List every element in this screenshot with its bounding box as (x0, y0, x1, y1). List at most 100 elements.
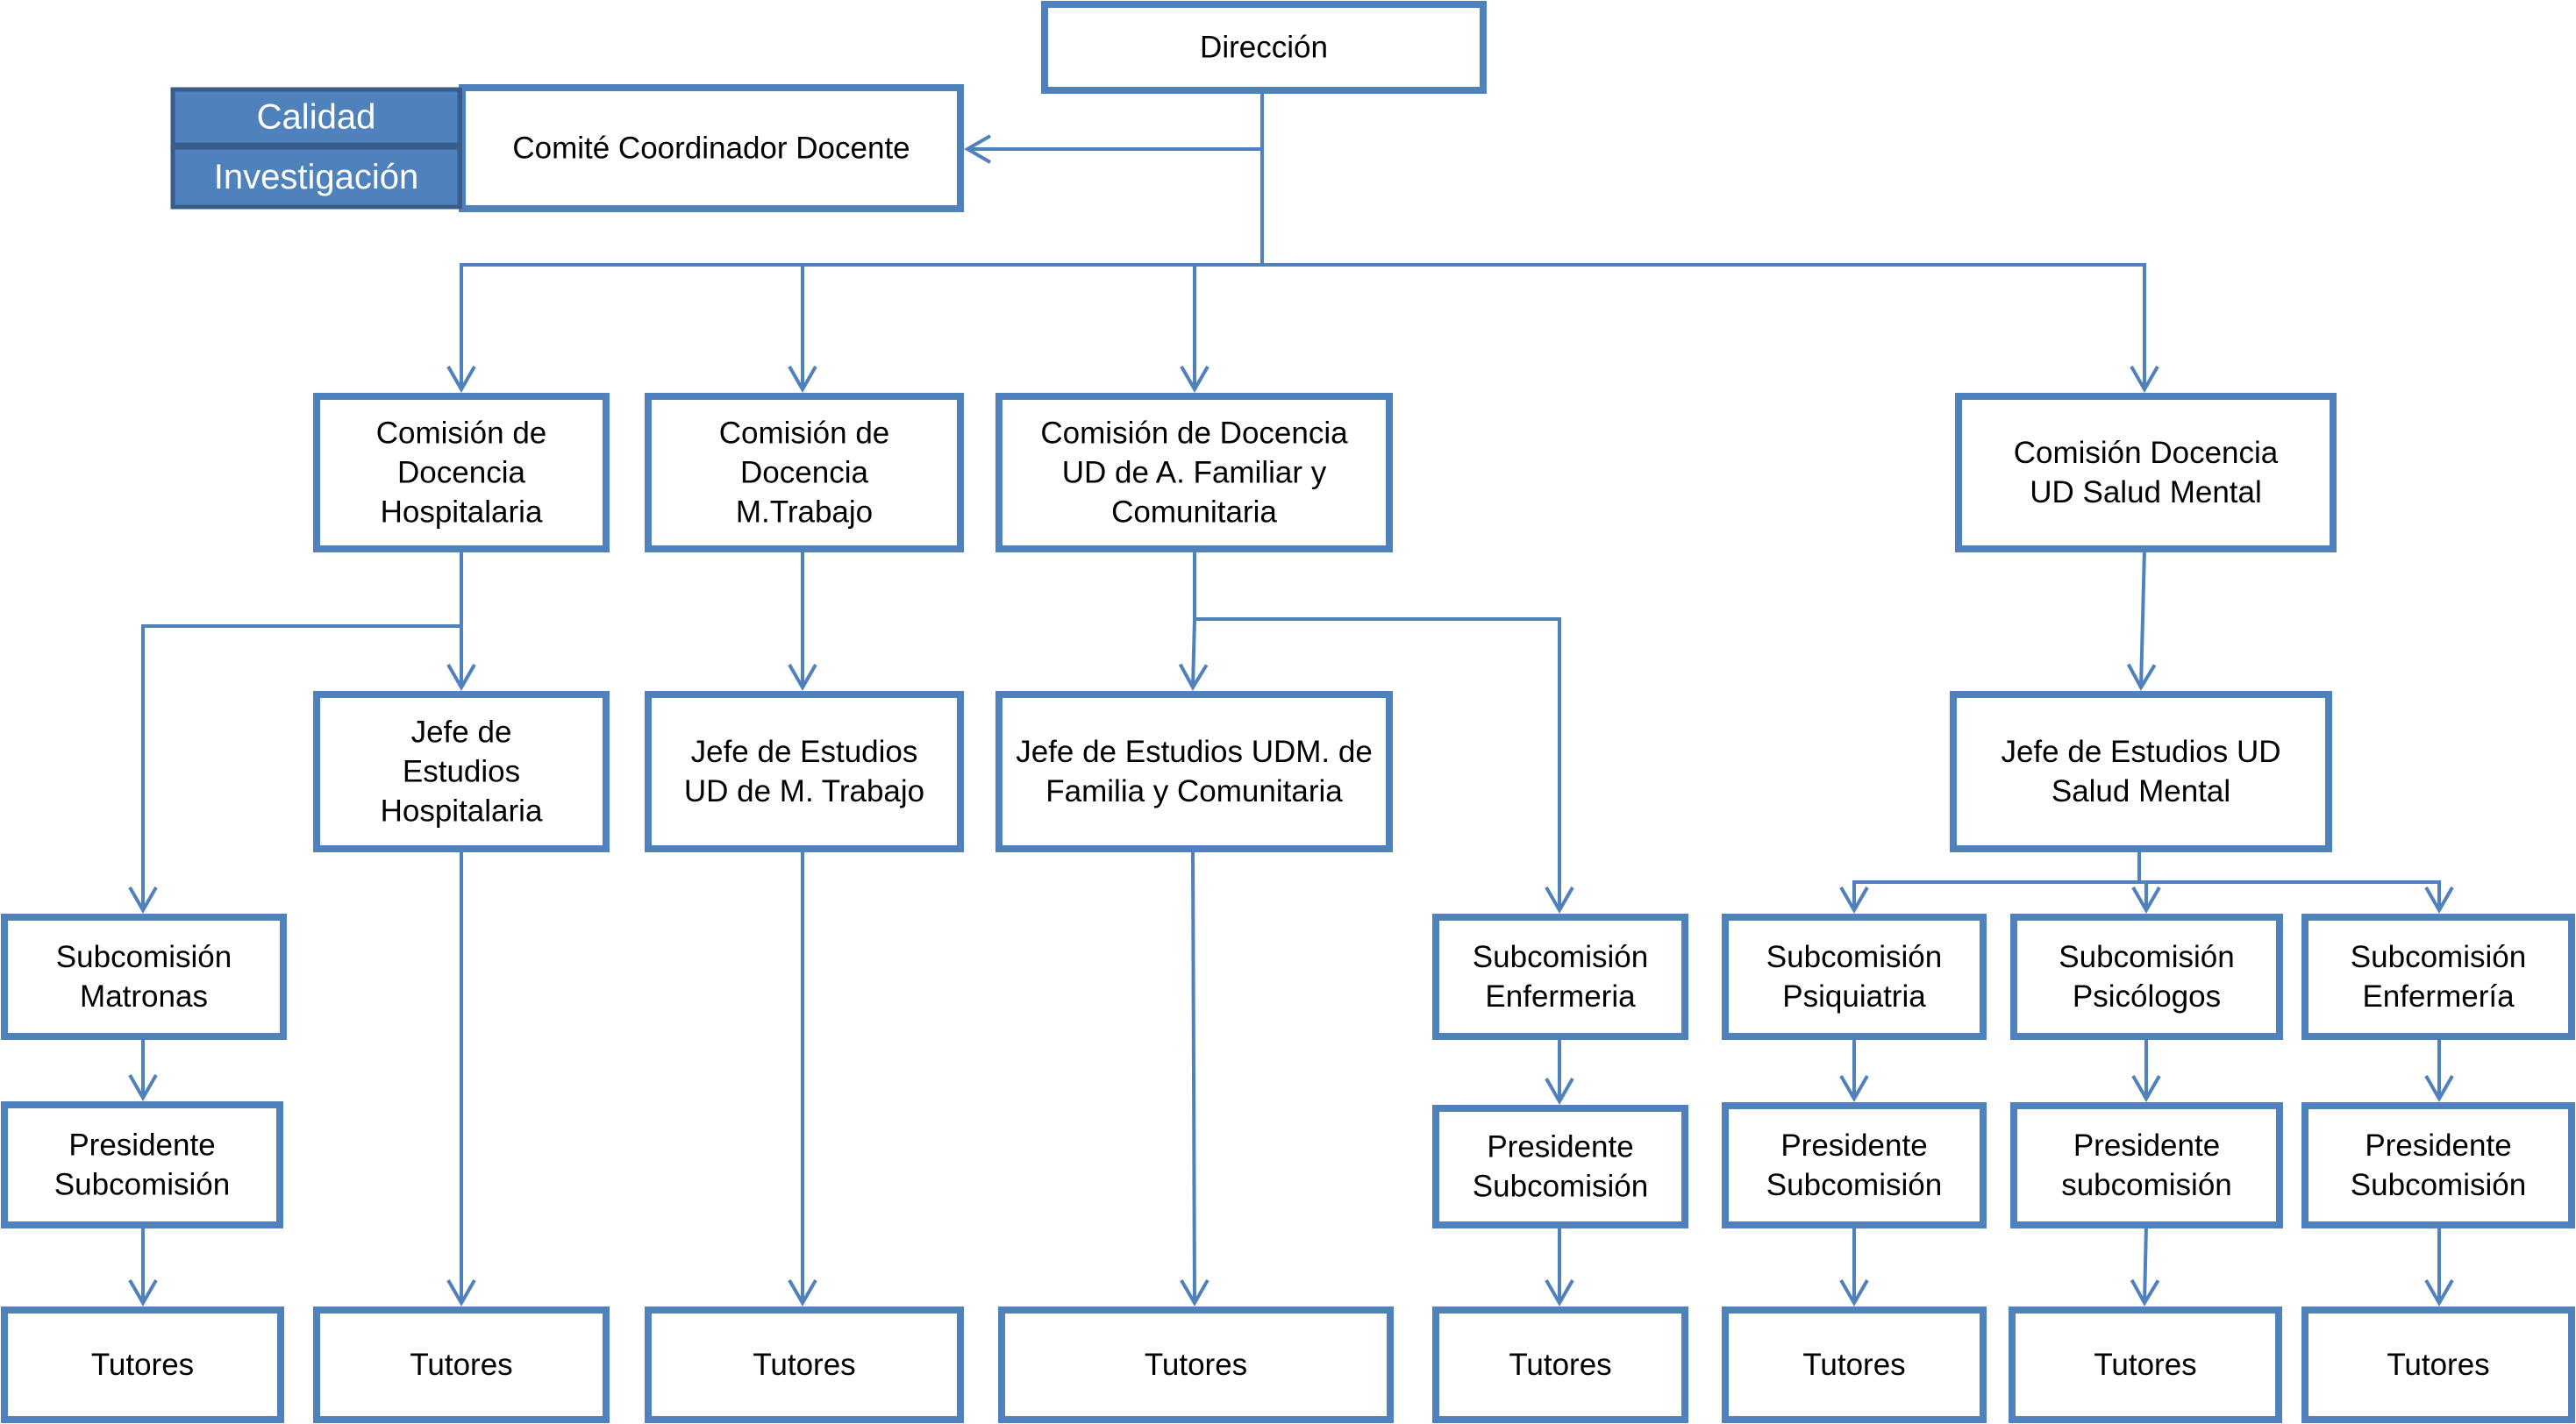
arrowhead-icon (2131, 886, 2161, 915)
node-label-line: Tutores (2094, 1348, 2196, 1382)
arrowhead-icon (446, 1279, 476, 1307)
tag-calidad: Calidad (170, 87, 462, 147)
node-jefe-mtrabajo: Jefe de Estudios UD de M. Trabajo (645, 691, 964, 852)
node-label-line: Matronas (80, 979, 208, 1014)
node-box (1, 1307, 284, 1423)
node-label-line: Comisión de (376, 417, 547, 451)
connector-direccion-to-comite (963, 90, 1264, 164)
node-label-line: Tutores (1145, 1348, 1247, 1382)
connector-pres-psiq-to-tut-6 (1839, 1225, 1869, 1307)
node-label-line: UD Salud Mental (2030, 475, 2262, 509)
arrowhead-icon (788, 664, 817, 692)
connector-pres-enf-sm-to-tut-8 (2424, 1225, 2454, 1307)
node-label-line: Subcomisión (1766, 940, 1942, 974)
arrowhead-icon (1545, 1279, 1574, 1307)
arrowhead-icon (788, 1279, 817, 1307)
connector-sub-enf-afc-to-pres-enf-afc (1545, 1036, 1574, 1106)
node-label-line: Jefe de (411, 716, 512, 750)
node-box (2009, 1307, 2282, 1423)
arrowhead-icon (128, 1074, 158, 1102)
node-label-line: Subcomisión (56, 940, 232, 974)
connector-direccion-to-com-afc (1180, 265, 1210, 394)
arrowhead-icon (1839, 1075, 1869, 1103)
connector-line (1195, 617, 1561, 910)
arrowhead-icon (2424, 1075, 2454, 1103)
connector-pres-enf-afc-to-tut-5 (1545, 1225, 1574, 1307)
node-box (2301, 1102, 2575, 1228)
node-label-line: subcomisión (2061, 1168, 2232, 1202)
node-box (1722, 914, 1987, 1040)
node-label-line: Subcomisión (1473, 940, 1648, 974)
arrowhead-icon (2126, 663, 2157, 692)
connector-line (967, 90, 1264, 151)
arrowhead-icon (788, 366, 817, 394)
node-box (1, 1101, 283, 1228)
node-label-line: Subcomisión (54, 1168, 230, 1202)
connector-line (2146, 880, 2441, 910)
arrowhead-icon (963, 134, 991, 164)
node-box (1432, 914, 1688, 1040)
node-box (998, 1307, 1394, 1423)
node-box (645, 1307, 964, 1423)
connector-com-mtrabajo-to-jefe-mtrabajo (788, 549, 817, 692)
node-tut-2: Tutores (313, 1307, 610, 1423)
node-label-line: Tutores (753, 1348, 855, 1382)
connector-jefe-sm-to-sub-enf-sm (2146, 880, 2454, 915)
connector-jefe-hosp-to-tut-2 (446, 849, 476, 1307)
arrowhead-icon (1180, 366, 1210, 394)
node-box (2301, 914, 2575, 1040)
node-box (645, 393, 964, 552)
node-box (1955, 393, 2337, 552)
connector-line (2143, 1224, 2148, 1304)
node-label-line: Subcomisión (2351, 940, 2526, 974)
node-label-line: Hospitalaria (381, 794, 543, 829)
node-box (2010, 1102, 2283, 1228)
node-box (1950, 691, 2332, 852)
arrowhead-icon (2130, 1278, 2160, 1307)
node-label-line: UD de M. Trabajo (684, 774, 924, 808)
arrowhead-icon (1839, 1279, 1869, 1307)
connector-jefe-mtrabajo-to-tut-3 (788, 849, 817, 1307)
connector-line (141, 624, 461, 910)
node-label-line: Jefe de Estudios (691, 735, 918, 769)
node-box (1722, 1307, 1987, 1423)
node-label-line: Comisión Docencia (2014, 436, 2279, 470)
node-label-line: Dirección (1200, 31, 1328, 65)
node-tut-3: Tutores (645, 1307, 964, 1423)
node-label-line: Familia y Comunitaria (1045, 774, 1343, 808)
node-label-line: Psiquiatria (1782, 979, 1926, 1014)
arrowhead-icon (2130, 366, 2159, 394)
node-box (459, 84, 964, 212)
node-label-line: Estudios (403, 755, 520, 789)
connector-com-hosp-to-jefe-hosp (446, 549, 476, 692)
node-label-line: Presidente (68, 1129, 215, 1163)
tag-box (170, 87, 462, 147)
node-label-line: Enfermería (2362, 979, 2515, 1014)
node-label-line: Tutores (1802, 1348, 1905, 1382)
connector-line (1852, 849, 2141, 910)
node-comite: Comité Coordinador Docente (459, 84, 964, 212)
arrowhead-icon (1178, 663, 1209, 692)
node-label-line: M.Trabajo (736, 495, 873, 530)
connector-line (1191, 549, 1196, 688)
node-tut-6: Tutores (1722, 1307, 1987, 1423)
connector-jefe-sm-to-sub-psiq (1839, 849, 2141, 915)
node-box (1432, 1307, 1688, 1423)
node-label-line: Comisión de (719, 417, 890, 451)
arrowhead-icon (1839, 886, 1869, 915)
node-label-line: Docencia (397, 456, 525, 490)
connector-com-afc-to-sub-enf-afc (1195, 617, 1574, 915)
connector-sub-psiq-to-pres-psiq (1839, 1036, 1869, 1103)
node-box (645, 691, 964, 852)
node-label-line: Psicólogos (2073, 979, 2221, 1014)
node-label-line: Docencia (740, 456, 868, 490)
